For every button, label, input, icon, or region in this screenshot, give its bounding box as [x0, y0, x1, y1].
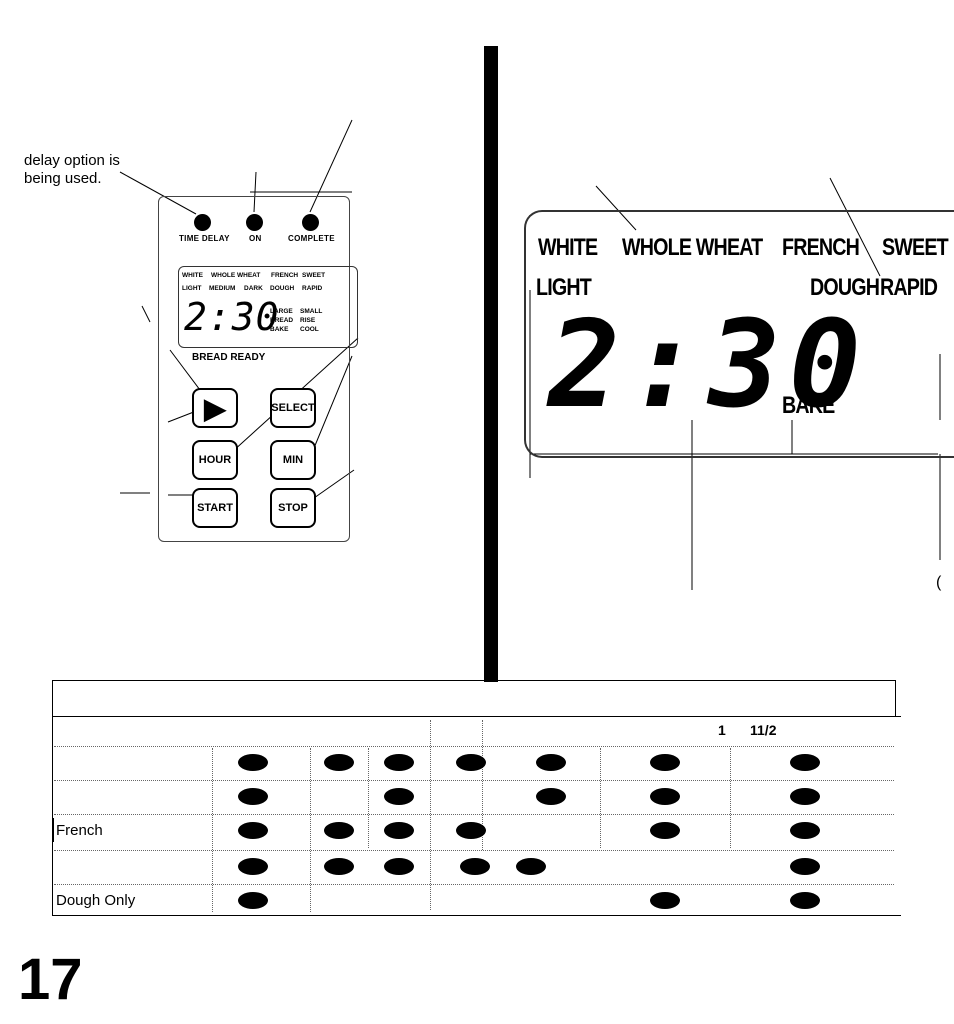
- table-dot: [536, 788, 566, 805]
- lcd-rapid: RAPID: [880, 274, 938, 301]
- mini-lcd-cool: COOL: [300, 326, 319, 333]
- table-dot: [324, 858, 354, 875]
- row-separator: [54, 746, 894, 747]
- bread-ready-label: BREAD READY: [192, 352, 266, 363]
- table-header: [52, 680, 896, 717]
- table-dot: [238, 892, 268, 909]
- table-dot: [324, 822, 354, 839]
- hour-button[interactable]: HOUR: [192, 440, 238, 480]
- lcd-french: FRENCH: [782, 234, 860, 261]
- on-indicator-icon: [246, 214, 263, 231]
- row-separator: [54, 814, 894, 815]
- table-dot: [650, 788, 680, 805]
- row-marker: [52, 818, 54, 842]
- lcd-sweet: SWEET: [882, 234, 949, 261]
- table-dot: [324, 754, 354, 771]
- mini-lcd-whole-wheat: WHOLE WHEAT: [211, 272, 261, 279]
- lcd-dough: DOUGH: [810, 274, 880, 301]
- col-separator: [368, 748, 369, 848]
- lcd-light: LIGHT: [536, 274, 592, 301]
- table-dot: [790, 754, 820, 771]
- delay-note-line1: delay option is: [24, 152, 120, 169]
- col-separator: [600, 748, 601, 848]
- table-dot: [790, 858, 820, 875]
- mini-lcd-dough: DOUGH: [270, 285, 295, 292]
- delay-note-line2: being used.: [24, 170, 102, 187]
- table-dot: [650, 892, 680, 909]
- play-button[interactable]: ▶: [192, 388, 238, 428]
- row-label-dough-only: Dough Only: [56, 892, 136, 909]
- mini-lcd-large: LARGE: [270, 308, 293, 315]
- complete-label: COMPLETE: [288, 234, 335, 243]
- mini-lcd-time: 2:30: [184, 295, 280, 339]
- lcd-bake: BAKE: [782, 392, 835, 419]
- table-dot: [650, 822, 680, 839]
- mini-lcd-small: SMALL: [300, 308, 323, 315]
- page-divider: [484, 46, 498, 682]
- cutoff-mark: (: [936, 574, 942, 591]
- col-separator: [310, 748, 311, 912]
- control-panel: [158, 196, 350, 542]
- table-dot: [460, 858, 490, 875]
- table-dot: [790, 788, 820, 805]
- large-lcd-display: [524, 210, 954, 458]
- row-separator: [54, 884, 894, 885]
- mini-lcd-bake: BAKE: [270, 326, 289, 333]
- col-separator: [482, 720, 483, 850]
- lcd-white: WHITE: [538, 234, 598, 261]
- table-dot: [790, 892, 820, 909]
- row-separator: [54, 780, 894, 781]
- mini-lcd-white: WHITE: [182, 272, 203, 279]
- table-dot: [516, 858, 546, 875]
- time-delay-indicator-icon: [194, 214, 211, 231]
- row-label-french: French: [56, 822, 103, 839]
- col-separator: [212, 748, 213, 912]
- table-dot: [790, 822, 820, 839]
- complete-indicator-icon: [302, 214, 319, 231]
- start-button[interactable]: START: [192, 488, 238, 528]
- mini-lcd-medium: MEDIUM: [209, 285, 236, 292]
- lcd-whole-wheat: WHOLE WHEAT: [622, 234, 763, 261]
- page-number: 17: [18, 947, 83, 1012]
- mini-lcd-dark: DARK: [244, 285, 263, 292]
- mini-lcd-french: FRENCH: [271, 272, 299, 279]
- header-fragment-1: 1: [718, 722, 726, 738]
- select-button[interactable]: SELECT: [270, 388, 316, 428]
- row-separator: [54, 850, 894, 851]
- table-dot: [384, 858, 414, 875]
- col-separator: [730, 748, 731, 848]
- table-dot: [650, 754, 680, 771]
- table-dot: [238, 754, 268, 771]
- on-label: ON: [249, 234, 262, 243]
- min-button[interactable]: MIN: [270, 440, 316, 480]
- table-dot: [384, 788, 414, 805]
- table-dot: [456, 754, 486, 771]
- mini-lcd-light: LIGHT: [182, 285, 202, 292]
- table-dot: [238, 858, 268, 875]
- mini-lcd-sweet: SWEET: [302, 272, 326, 279]
- cycle-table: [52, 716, 901, 916]
- mini-lcd-bread: BREAD: [270, 317, 294, 324]
- header-fragment-2: 11/2: [750, 722, 777, 738]
- stop-button[interactable]: STOP: [270, 488, 316, 528]
- col-separator: [430, 720, 431, 910]
- table-dot: [456, 822, 486, 839]
- mini-lcd-rapid: RAPID: [302, 285, 323, 292]
- table-dot: [536, 754, 566, 771]
- time-delay-label: TIME DELAY: [179, 234, 230, 243]
- mini-lcd-rise: RISE: [300, 317, 316, 324]
- table-dot: [238, 822, 268, 839]
- mini-lcd-display: [178, 266, 358, 348]
- lcd-time: 2:30: [548, 296, 869, 435]
- table-dot: [238, 788, 268, 805]
- table-dot: [384, 822, 414, 839]
- table-dot: [384, 754, 414, 771]
